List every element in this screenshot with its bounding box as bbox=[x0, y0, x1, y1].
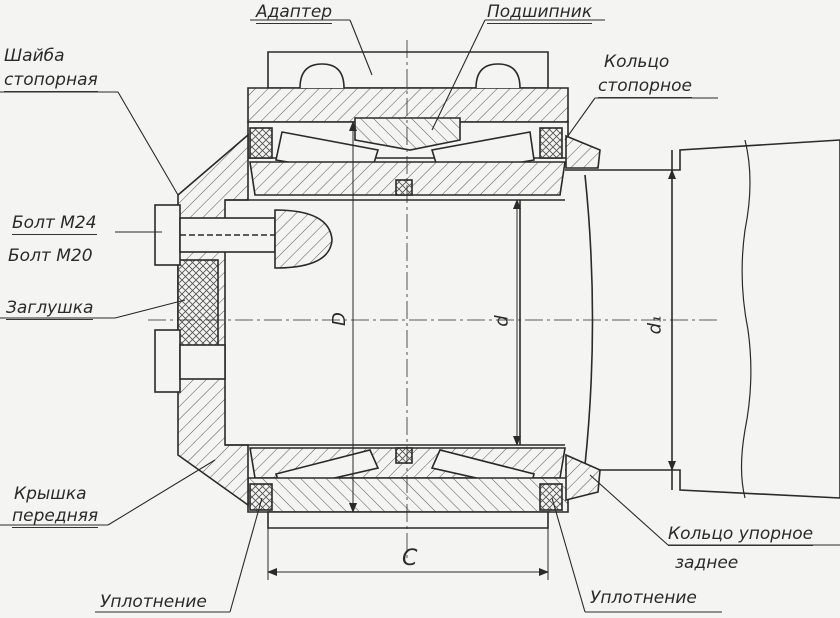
seal-right-label: Уплотнение bbox=[590, 588, 697, 608]
dim-bore-diameter: d bbox=[491, 315, 513, 327]
lock-washer-label-1: Шайба bbox=[4, 46, 65, 66]
retaining-ring-label-1: Кольцо bbox=[604, 52, 670, 72]
retaining-ring-label-2: стопорное bbox=[598, 76, 692, 98]
bolt-m20-label: Болт М20 bbox=[8, 246, 93, 266]
bolt-m24-label: Болт М24 bbox=[12, 213, 97, 235]
adapter-body bbox=[247, 51, 569, 123]
bolt-m20 bbox=[154, 329, 226, 393]
dim-outer-diameter: D bbox=[328, 312, 350, 326]
bearing-label: Подшипник bbox=[487, 2, 593, 24]
front-cover-label-2: передняя bbox=[12, 506, 99, 528]
dim-width: C bbox=[402, 546, 418, 571]
rear-thrust-ring-label-2: заднее bbox=[675, 553, 739, 573]
plug-label: Заглушка bbox=[6, 298, 94, 320]
dim-journal-diameter: d₁ bbox=[644, 315, 666, 335]
bearing-lower bbox=[247, 447, 601, 529]
axle-shaft bbox=[565, 139, 840, 499]
bearing-upper bbox=[247, 117, 601, 196]
rear-thrust-ring-label-1: Кольцо упорное bbox=[668, 524, 814, 546]
lock-washer-label-2: стопорная bbox=[4, 70, 98, 92]
adapter-label: Адаптер bbox=[256, 2, 333, 24]
bolt-m24 bbox=[154, 204, 333, 269]
seal-left-label: Уплотнение bbox=[100, 592, 207, 612]
front-cover-label-1: Крышка bbox=[14, 484, 87, 504]
